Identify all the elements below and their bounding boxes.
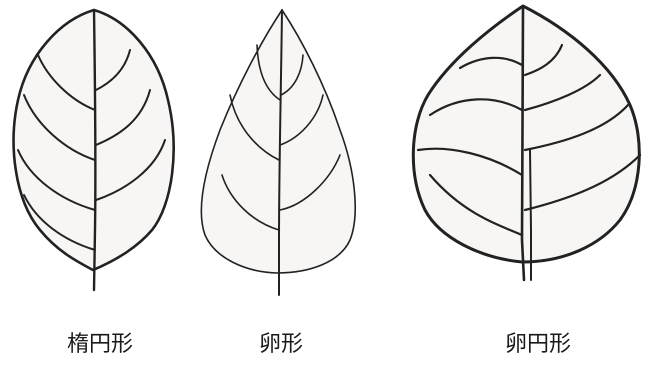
leaf-ovate-vein — [280, 54, 304, 96]
leaf-elliptic-vein — [17, 149, 96, 211]
leaf-elliptic-vein — [95, 139, 166, 201]
leaf-oval-vein — [523, 43, 564, 77]
leaf-oval-vein — [458, 56, 524, 70]
leaf-elliptic-vein — [37, 54, 96, 111]
leaf-elliptic-vein — [95, 49, 131, 91]
leaf-oval-vein — [523, 73, 602, 112]
leaf-elliptic-midrib — [92, 8, 97, 292]
caption-elliptic: 楕円形 — [66, 332, 133, 357]
leaf-elliptic-vein — [23, 194, 96, 251]
leaf-oval-vein — [428, 98, 524, 117]
leaf-ovate-outline — [200, 9, 356, 274]
leaf-ovate-vein — [279, 154, 341, 211]
leaf-elliptic-vein — [95, 89, 151, 146]
leaf-ovate — [200, 9, 356, 296]
leaf-oval-vein — [428, 173, 524, 237]
leaf-oval-midrib — [529, 149, 532, 281]
leaf-ovate-vein — [256, 44, 281, 101]
leaf-oval — [411, 4, 642, 282]
caption-ovate: 卵形 — [258, 332, 303, 357]
leaf-ovate-midrib — [278, 9, 283, 296]
caption-oval: 卵円形 — [504, 332, 571, 357]
leaf-elliptic — [12, 8, 175, 292]
leaf-oval-outline — [411, 4, 641, 264]
leaf-oval-vein — [523, 153, 642, 212]
leaf-ovate-vein — [229, 94, 280, 161]
leaf-oval-midrib — [520, 4, 526, 282]
leaf-oval-vein — [416, 147, 524, 177]
leaf-oval-vein — [523, 103, 630, 152]
leaf-elliptic-vein — [23, 94, 96, 161]
leaf-ovate-vein — [221, 174, 280, 231]
leaf-elliptic-outline — [12, 8, 175, 272]
leaf-ovate-vein — [279, 94, 324, 146]
